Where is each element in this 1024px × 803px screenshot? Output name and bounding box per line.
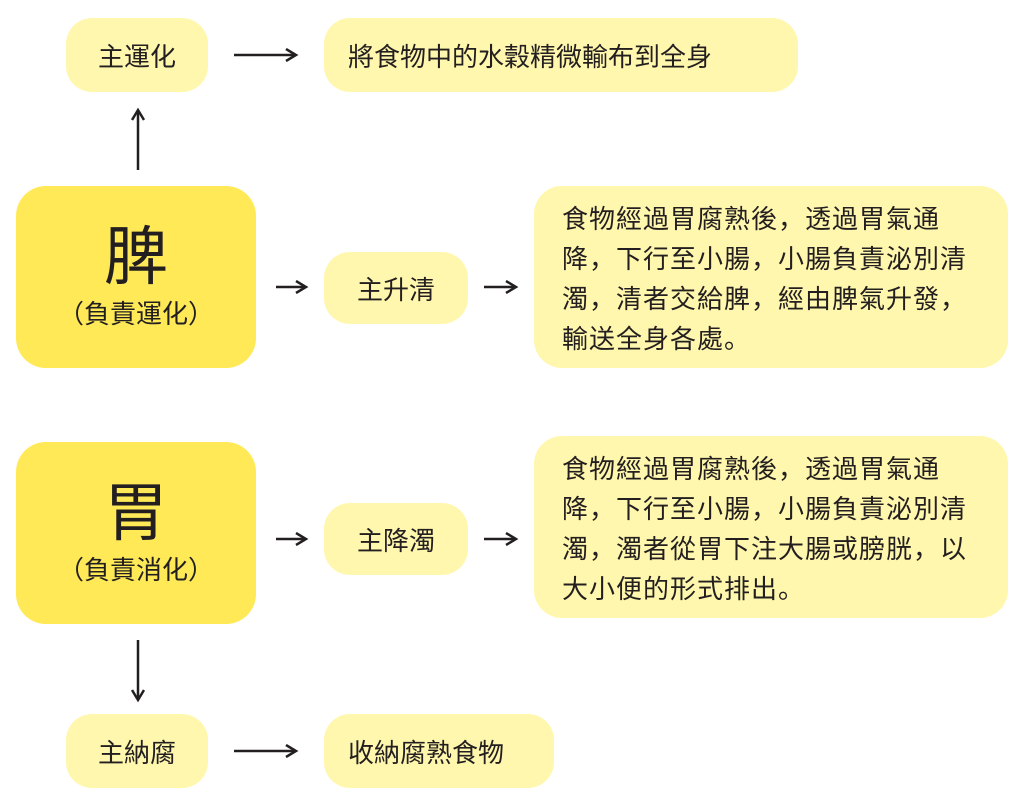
spleen-title: 脾 — [104, 221, 168, 295]
stomach-receive-description: 收納腐熟食物 — [324, 714, 554, 788]
spleen-transport-description-text: 將食物中的水穀精微輸布到全身 — [348, 42, 713, 73]
spleen-ascend-description-text: 食物經過胃腐熟後，透過胃氣通降，下行至小腸，小腸負責泌別清濁，清者交給脾，經由脾… — [562, 205, 968, 355]
spleen-node: 脾 （負責運化） — [16, 186, 256, 368]
stomach-descend-description-text: 食物經過胃腐熟後，透過胃氣通降，下行至小腸，小腸負責泌別清濁，濁者從胃下注大腸或… — [562, 455, 968, 605]
stomach-node: 胃 （負責消化） — [16, 442, 256, 624]
stomach-receive-label: 主納腐 — [97, 738, 176, 769]
spleen-transport-description: 將食物中的水穀精微輸布到全身 — [324, 18, 798, 92]
stomach-descend-label: 主降濁 — [356, 526, 435, 557]
spleen-ascend-node: 主升清 — [324, 252, 468, 324]
stomach-descend-description: 食物經過胃腐熟後，透過胃氣通降，下行至小腸，小腸負責泌別清濁，濁者從胃下注大腸或… — [534, 436, 1008, 618]
stomach-receive-node: 主納腐 — [66, 714, 208, 788]
spleen-ascend-label: 主升清 — [356, 275, 435, 306]
stomach-title: 胃 — [104, 477, 168, 551]
spleen-ascend-description: 食物經過胃腐熟後，透過胃氣通降，下行至小腸，小腸負責泌別清濁，清者交給脾，經由脾… — [534, 186, 1008, 368]
spleen-transport-label: 主運化 — [97, 42, 176, 73]
stomach-descend-node: 主降濁 — [324, 503, 468, 575]
stomach-receive-description-text: 收納腐熟食物 — [348, 738, 505, 769]
spleen-role: （負責運化） — [57, 300, 214, 330]
spleen-transport-node: 主運化 — [66, 18, 208, 92]
stomach-role: （負責消化） — [57, 556, 214, 586]
